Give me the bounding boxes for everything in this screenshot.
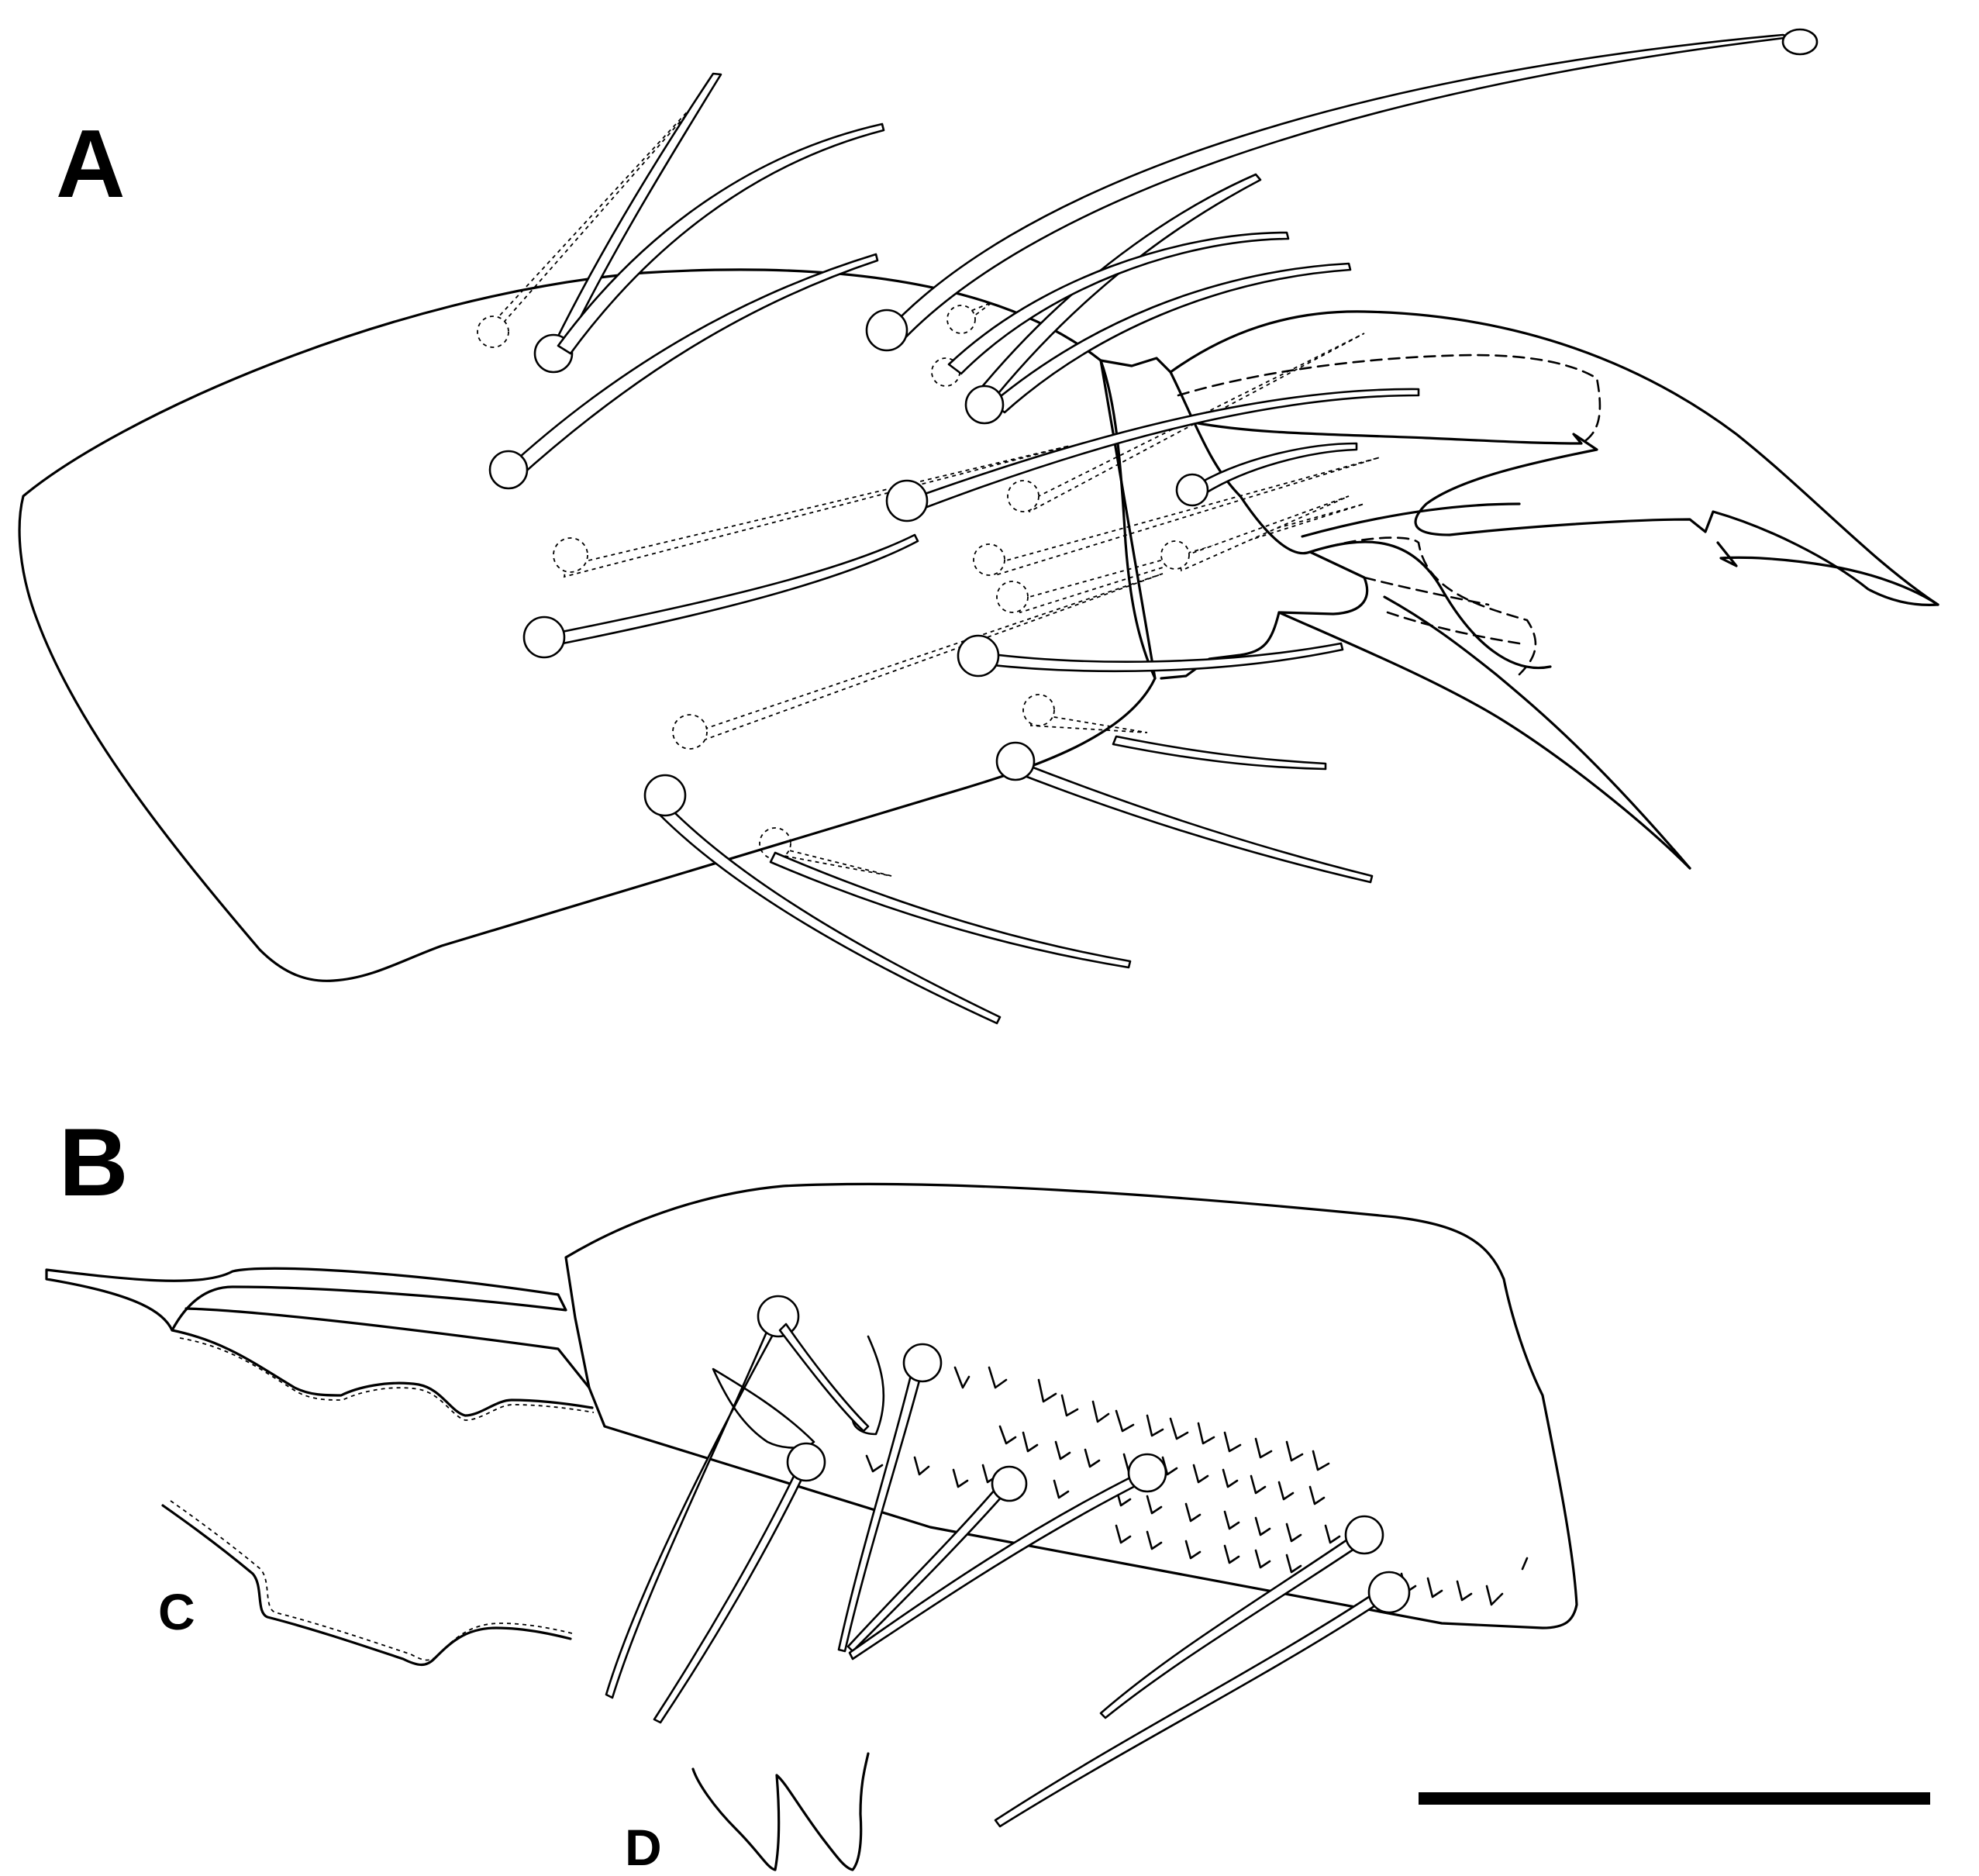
panel-label-c: C [158, 1583, 195, 1640]
panel-label-a: A [56, 111, 126, 218]
panel-label-d: D [625, 1819, 662, 1876]
scale-bar [1419, 1792, 1930, 1805]
panel-label-b: B [59, 1109, 129, 1216]
panel-b-setae [605, 1295, 1411, 1828]
panel-a-segment-outline [18, 268, 1157, 982]
panel-a-drawing [18, 28, 1939, 1025]
panel-a-setae [488, 28, 1819, 1025]
panel-a-claw [1099, 357, 1369, 680]
panel-b-drawing [45, 1182, 1578, 1828]
panel-d-drawing [691, 1752, 870, 1871]
panel-b-segment-outline [564, 1182, 1578, 1629]
panel-c-drawing [161, 1500, 576, 1667]
panel-b-spines [712, 1335, 1529, 1606]
